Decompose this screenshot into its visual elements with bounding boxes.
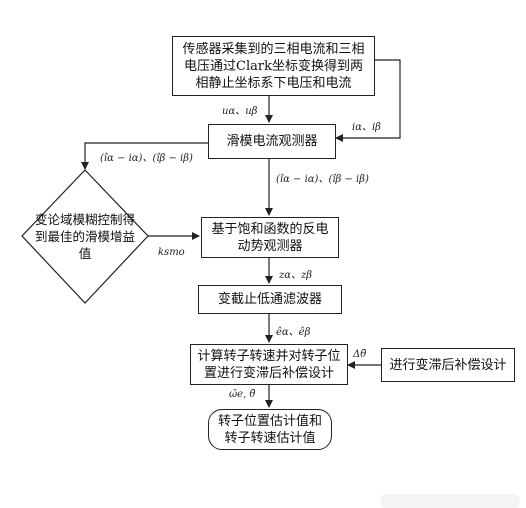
label-error-left: (îα − iα)、(îβ − iβ) — [100, 153, 193, 164]
calc-text: 计算转子转速并对转子位置进行变滞后补偿设计 — [197, 348, 341, 381]
fuzzy-text-area: 变论域模糊控制得到最佳的滑模增益值 — [34, 206, 136, 266]
comp-box: 进行变滞后补偿设计 — [381, 348, 515, 382]
arrow-smo-to-fuzzy — [81, 142, 208, 170]
label-delta-theta: Δθ̄ — [353, 349, 367, 360]
label-u-alpha-beta: uα、uβ — [222, 106, 258, 117]
smo-text: 滑模电流观测器 — [226, 134, 318, 149]
bemf-text: 基于饱和函数的反电动势观测器 — [211, 221, 329, 254]
lpf-text: 变截止低通滤波器 — [217, 292, 322, 307]
label-k-smo: ksmo — [158, 247, 185, 258]
calc-box: 计算转子转速并对转子位置进行变滞后补偿设计 — [190, 344, 348, 385]
label-i-alpha-beta: iα、iβ — [352, 122, 381, 133]
bemf-box: 基于饱和函数的反电动势观测器 — [201, 217, 339, 258]
smo-box: 滑模电流观测器 — [208, 124, 336, 159]
sensor-text: 传感器采集到的三相电流和三相电压通过Clark坐标变换得到两相静止坐标系下电压和… — [182, 41, 365, 91]
label-omega-theta: ω̄e, θ̄ — [229, 389, 256, 400]
lpf-box: 变截止低通滤波器 — [198, 285, 342, 314]
label-e-hat: êα、êβ — [276, 327, 311, 338]
fuzzy-text: 变论域模糊控制得到最佳的滑模增益值 — [34, 211, 135, 261]
bottom-right-watermark — [380, 494, 520, 508]
label-z-alpha-beta: zα、zβ — [279, 270, 313, 281]
label-error-right: (îα − iα)、(îβ − iβ) — [276, 174, 369, 185]
comp-text: 进行变滞后补偿设计 — [389, 357, 507, 373]
fuzzy-diamond-shape — [21, 169, 149, 304]
sensor-box: 传感器采集到的三相电流和三相电压通过Clark坐标变换得到两相静止坐标系下电压和… — [172, 36, 375, 96]
arrow-sensor-to-smo-current — [335, 59, 401, 142]
output-text: 转子位置估计值和转子转速估计值 — [217, 413, 322, 446]
output-box: 转子位置估计值和转子转速估计值 — [208, 409, 332, 450]
